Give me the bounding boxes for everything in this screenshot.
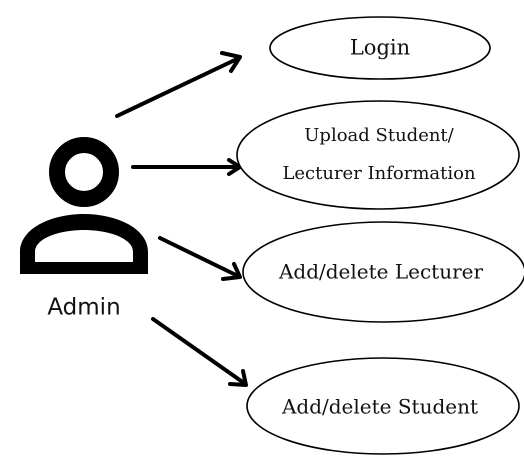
use-case-upload-info-line-2: Lecturer Information <box>282 163 476 184</box>
use-case-login-label: Login <box>350 36 410 60</box>
association-login <box>115 51 242 118</box>
use-case-add-delete-lecturer-label: Add/delete Lecturer <box>278 260 484 284</box>
use-case-add-delete-student-label: Add/delete Student <box>281 395 478 419</box>
use-case-upload-info: Upload Student/ Lecturer Information <box>236 100 520 210</box>
association-add-delete-lecturer <box>158 236 242 281</box>
association-add-delete-student <box>151 317 248 387</box>
use-case-upload-info-line-1: Upload Student/ <box>304 125 454 146</box>
use-case-add-delete-student: Add/delete Student <box>246 357 520 455</box>
actor-label: Admin <box>47 295 120 321</box>
use-case-add-delete-lecturer: Add/delete Lecturer <box>242 221 524 323</box>
person-icon <box>20 137 148 274</box>
association-upload-info <box>131 158 242 176</box>
use-case-login: Login <box>269 16 491 80</box>
actor-admin: Admin <box>20 137 148 321</box>
